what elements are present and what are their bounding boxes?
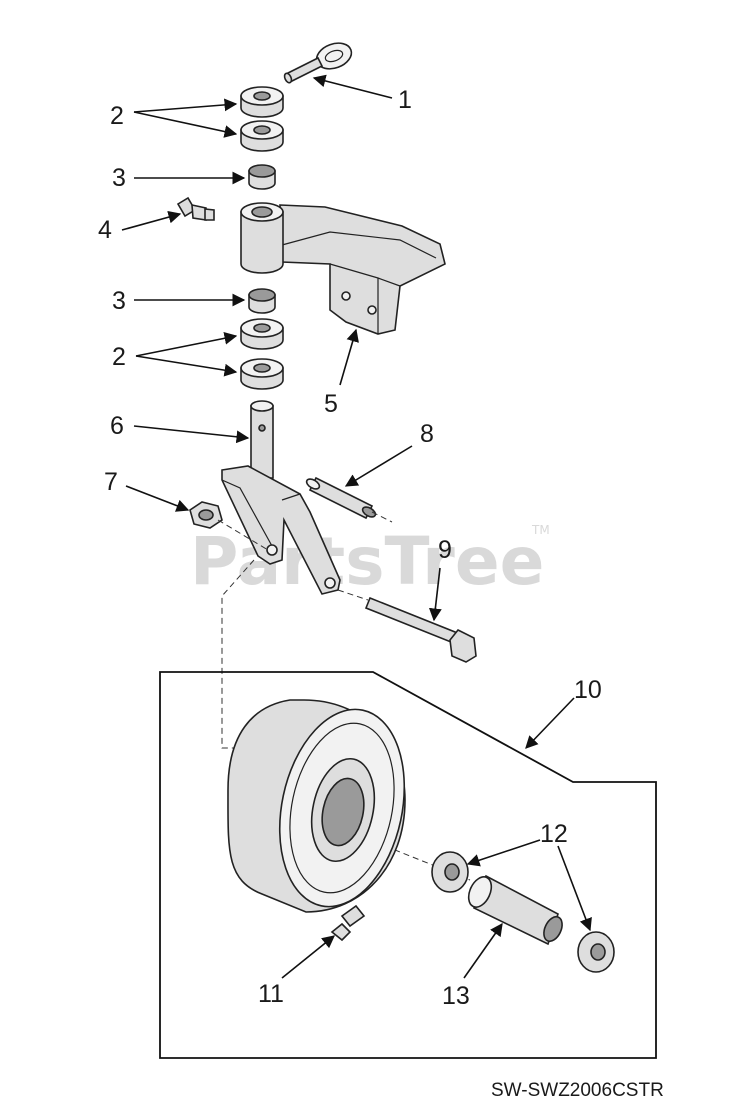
part-13-axle-sleeve (467, 874, 563, 946)
watermark-trademark: TM (531, 523, 550, 537)
part-1-hairpin-pin (283, 42, 353, 84)
callout-13: 13 (442, 982, 470, 1010)
callout-1: 1 (398, 86, 412, 114)
part-2-spacer-lower (240, 318, 284, 390)
wheel-assembly-frame (159, 671, 657, 1059)
diagram-code: SW-SWZ2006CSTR (491, 1080, 664, 1101)
callout-3-upper: 3 (112, 164, 126, 192)
assembly-line-bolt (337, 589, 369, 601)
part-3-bushing-lower (248, 288, 276, 314)
part-11-grease-fitting (330, 904, 366, 942)
part-2-spacer-upper (240, 86, 284, 152)
callout-11: 11 (258, 980, 284, 1008)
assembly-line-tube (371, 511, 393, 523)
part-12-spacer-left (431, 851, 469, 893)
part-12-spacer-right (577, 931, 615, 973)
callout-3-lower: 3 (112, 287, 126, 315)
callout-9: 9 (438, 536, 452, 564)
callout-8: 8 (420, 420, 434, 448)
part-6-caster-fork (221, 400, 341, 595)
callout-4: 4 (98, 216, 112, 244)
watermark: PartsTree (190, 523, 544, 600)
callout-2-upper: 2 (110, 102, 124, 130)
callout-5: 5 (324, 390, 338, 418)
part-5-caster-bracket (240, 202, 446, 335)
callout-6: 6 (110, 412, 124, 440)
part-10-wheel-tire (227, 699, 406, 913)
part-8-spacer-tube (305, 476, 377, 520)
callout-12: 12 (540, 820, 568, 848)
part-3-bushing-upper (248, 164, 276, 190)
part-7-lock-nut (189, 501, 223, 529)
part-4-grease-fitting (176, 196, 215, 221)
part-9-bolt (364, 596, 477, 663)
callout-7: 7 (104, 468, 118, 496)
callout-2-lower: 2 (112, 343, 126, 371)
callout-10: 10 (574, 676, 602, 704)
